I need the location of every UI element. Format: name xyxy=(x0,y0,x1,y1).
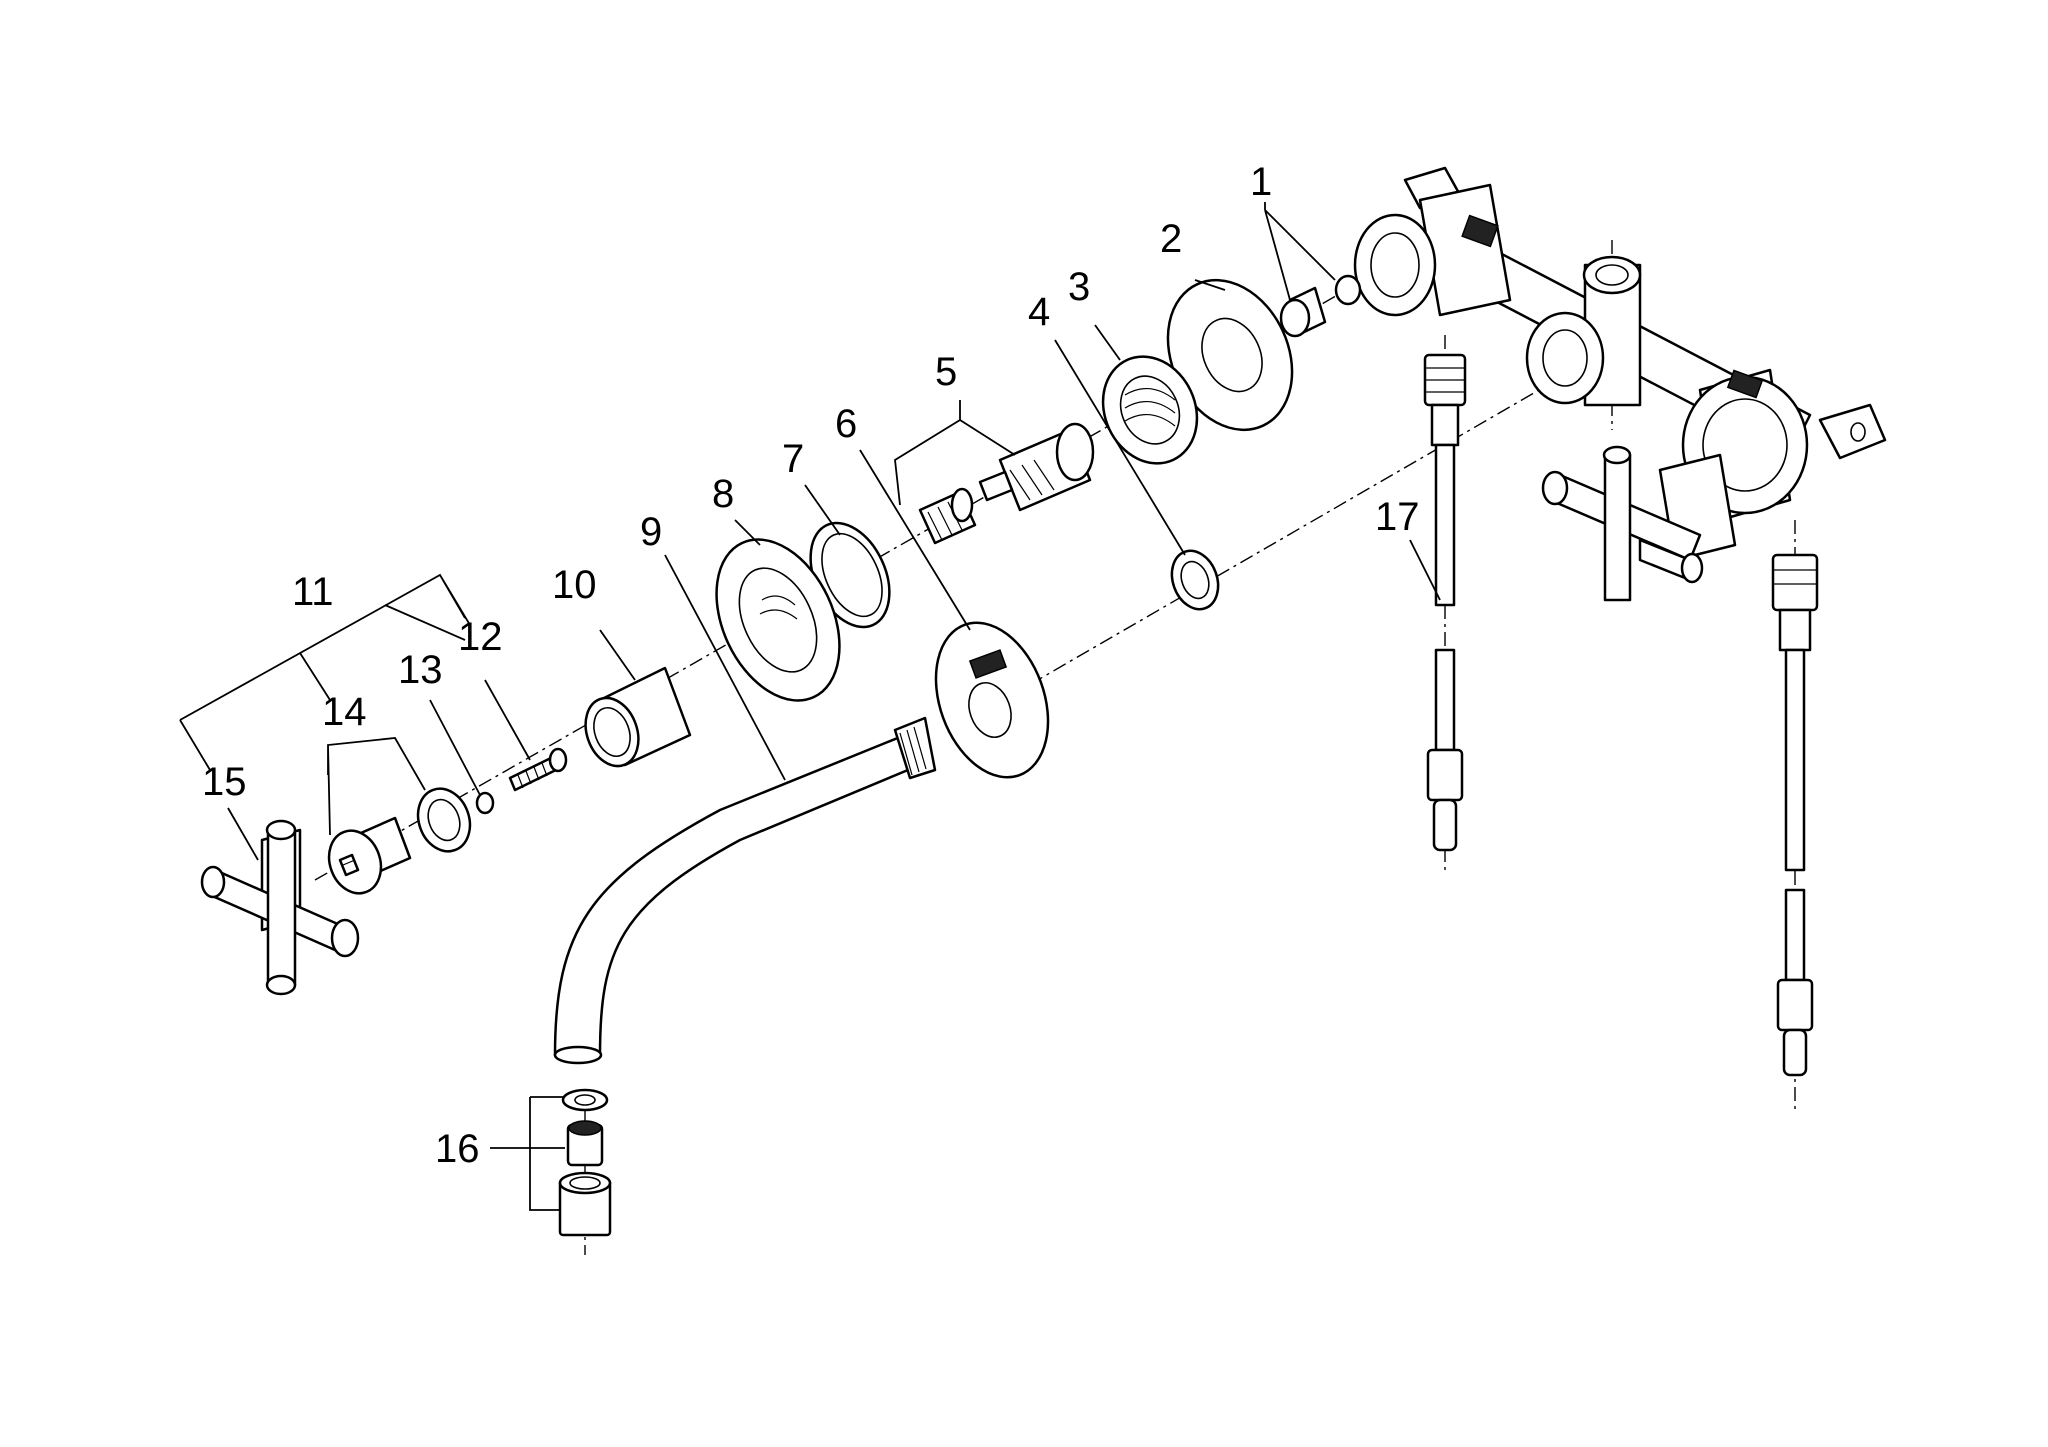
part-13-small-washer xyxy=(475,791,495,815)
callout-17: 17 xyxy=(1375,495,1420,539)
callout-15: 15 xyxy=(202,760,247,804)
part-6-escutcheon-outer xyxy=(934,621,1050,779)
part-8-ring-outer xyxy=(715,538,841,702)
leader-15 xyxy=(227,807,259,861)
hose-17-top-sleeve xyxy=(1430,403,1460,447)
leader-9 xyxy=(664,554,786,781)
body-label-plate xyxy=(1461,214,1499,248)
callout-8: 8 xyxy=(712,472,734,516)
leader-7 xyxy=(804,484,841,536)
part-9-spout-tube xyxy=(553,733,922,1057)
hose-right-upper-tube xyxy=(1784,648,1806,872)
leader-8 xyxy=(734,519,761,546)
part-12-screw xyxy=(508,747,568,792)
leader-17 xyxy=(1409,539,1441,601)
part-5-cartridge xyxy=(918,422,1095,545)
leader-6 xyxy=(859,449,971,631)
hose-right-bottom-tip xyxy=(1782,1028,1808,1077)
hose-17 xyxy=(1423,353,1467,852)
callout-3: 3 xyxy=(1068,265,1090,309)
hose-right xyxy=(1771,553,1819,1077)
callout-7: 7 xyxy=(782,437,804,481)
leader-10 xyxy=(599,629,636,681)
leader-11 xyxy=(179,573,471,771)
lower-spout-axis xyxy=(959,374,1566,726)
callout-12: 12 xyxy=(458,615,503,659)
leader-3 xyxy=(1094,324,1121,361)
leader-13 xyxy=(429,699,481,796)
callout-1: 1 xyxy=(1250,160,1272,204)
body-top-outlet xyxy=(1582,255,1642,295)
hose-right-bottom-fitting xyxy=(1776,978,1814,1032)
part-1-insert-and-oring xyxy=(1279,274,1362,338)
leader-lines xyxy=(179,202,1441,1211)
part-5-cartridge-face xyxy=(1055,422,1095,482)
leader-2 xyxy=(1194,279,1226,291)
part-9-spout-thread xyxy=(893,716,937,780)
part-10-sleeve-opening xyxy=(584,696,640,768)
callout-14: 14 xyxy=(322,690,367,734)
hose-17-bottom-fitting xyxy=(1426,748,1464,802)
part-4-oring-outer xyxy=(1170,549,1220,611)
part-6-escutcheon xyxy=(934,621,1050,779)
part-13-cap-ring xyxy=(416,787,472,853)
leader-16 xyxy=(490,1096,565,1211)
callout-4: 4 xyxy=(1028,290,1050,334)
callout-13: 13 xyxy=(398,648,443,692)
part-5-spindle xyxy=(978,470,1014,502)
body-left-port xyxy=(1353,213,1437,317)
callout-6: 6 xyxy=(835,402,857,446)
leader-14 xyxy=(327,737,426,836)
callout-5: 5 xyxy=(935,350,957,394)
part-1-oring xyxy=(1334,274,1362,306)
hose-17-upper-tube xyxy=(1434,443,1456,607)
leader-12 xyxy=(484,679,531,761)
hose-right-top-nut xyxy=(1771,553,1819,612)
leader-5 xyxy=(894,400,1016,506)
concealed-valve-body xyxy=(1353,166,1887,522)
callout-2: 2 xyxy=(1160,217,1182,261)
body-center-port xyxy=(1525,311,1605,405)
leader-1 xyxy=(1264,202,1336,301)
right-handle-arm-vertical xyxy=(1603,453,1632,602)
body-right-label xyxy=(1726,369,1764,399)
part-16-washer xyxy=(561,1088,609,1112)
part-4-oring xyxy=(1170,549,1220,611)
hose-17-bottom-tip xyxy=(1432,798,1458,852)
part-15-arm-vertical xyxy=(266,828,297,987)
callout-10: 10 xyxy=(552,563,597,607)
callout-16: 16 xyxy=(435,1127,480,1171)
part-8-sleeve-ring xyxy=(715,538,841,702)
hose-17-lower-tube xyxy=(1434,648,1456,752)
part-14-handle-hub xyxy=(327,816,412,895)
assembled-right-cross-handle xyxy=(1541,445,1737,602)
part-15-cross-handle xyxy=(200,819,360,996)
callout-labels: 1 2 3 4 5 6 7 8 9 10 11 12 13 14 15 16 1… xyxy=(202,160,1420,1171)
hose-right-lower-tube xyxy=(1784,888,1806,982)
part-16-aerator-set xyxy=(558,1088,612,1237)
part-3-threaded-nut xyxy=(1101,355,1199,465)
leader-4 xyxy=(1054,339,1186,556)
hose-right-top-sleeve xyxy=(1778,608,1812,652)
part-9-spout xyxy=(553,716,937,1065)
part-10-cover-sleeve xyxy=(584,666,692,768)
mounting-bracket-right xyxy=(1818,403,1887,460)
callout-9: 9 xyxy=(640,510,662,554)
callout-11: 11 xyxy=(292,570,334,614)
part-9-spout-outlet xyxy=(553,1045,603,1065)
part-6-label-plate xyxy=(968,649,1008,679)
part-13-small-parts xyxy=(416,787,495,853)
